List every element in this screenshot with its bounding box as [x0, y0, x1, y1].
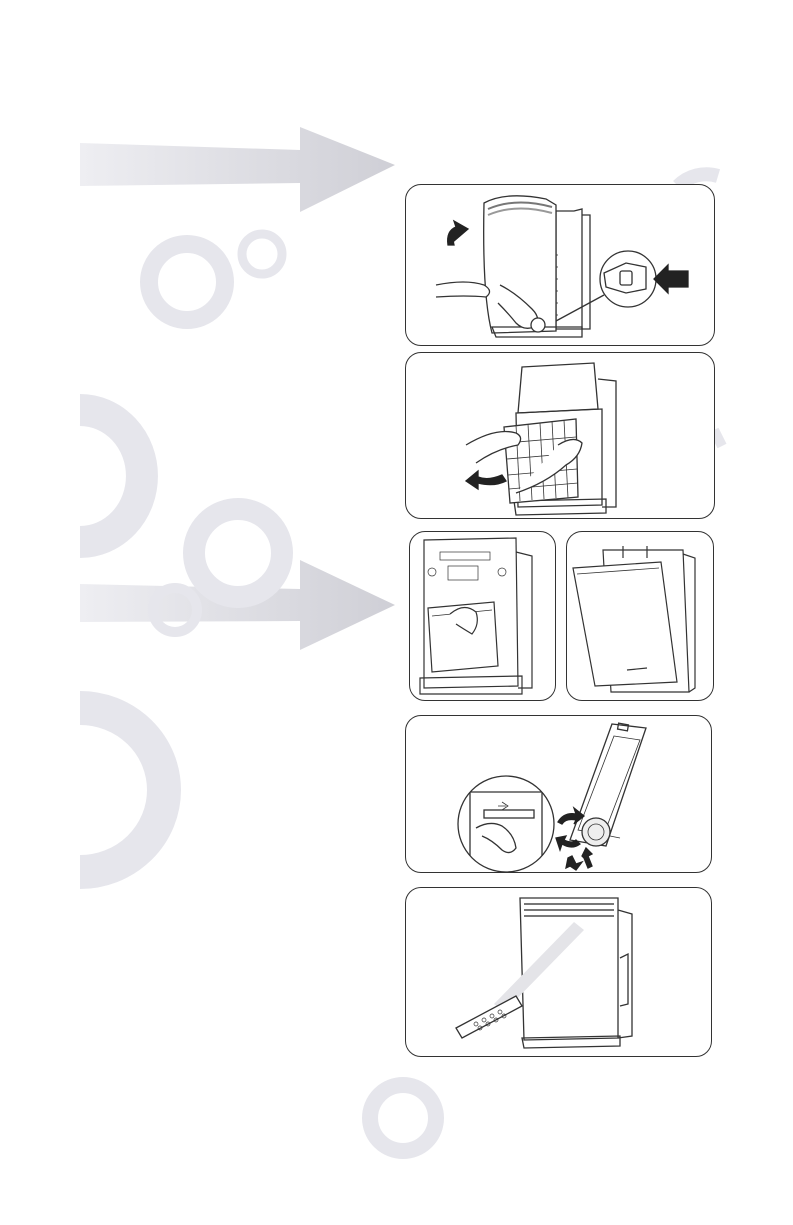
purifier-base — [420, 676, 522, 694]
step-3-illustration: filter-replacement — [409, 531, 556, 701]
step-2-illustration: filter-pull-out — [405, 352, 715, 519]
purifier-body — [556, 209, 582, 329]
purifier-side-panel — [516, 552, 532, 688]
decorative-ring-small — [242, 234, 282, 274]
remote-control-icon — [456, 996, 522, 1038]
decorative-ring — [149, 244, 225, 320]
decorative-ring-partial — [714, 430, 722, 446]
decorative-arrow-top — [80, 127, 395, 212]
push-arrow-icon — [654, 265, 688, 293]
step-3-filter-detail — [566, 531, 714, 701]
purifier-side-handle — [620, 954, 628, 1006]
filter-frame-icon — [573, 562, 677, 686]
filter-housing-side — [683, 554, 695, 692]
purifier-side-panel — [582, 215, 590, 329]
purifier-top-open — [518, 363, 598, 413]
magnifier-inset-icon — [458, 776, 554, 872]
step-5-illustration: remote-control-operation — [405, 887, 712, 1057]
step-1-illustration: front-panel-removal — [405, 184, 715, 346]
curved-arrow-down-icon — [466, 471, 506, 489]
decorative-half-ring — [80, 410, 142, 542]
step-4-illustration: remote-battery-replacement — [405, 715, 712, 873]
updown-arrows-icon — [566, 848, 592, 870]
front-panel-top-vent — [524, 904, 614, 916]
signal-beam-icon — [494, 922, 584, 1012]
purifier-side-panel — [598, 379, 616, 507]
magnifier-inset-icon — [556, 251, 656, 321]
curved-arrow-up-icon — [448, 221, 468, 245]
decorative-half-ring — [80, 708, 164, 872]
purifier-side-panel — [618, 910, 632, 1038]
decorative-ring — [194, 509, 282, 597]
decorative-ring — [370, 1085, 436, 1151]
